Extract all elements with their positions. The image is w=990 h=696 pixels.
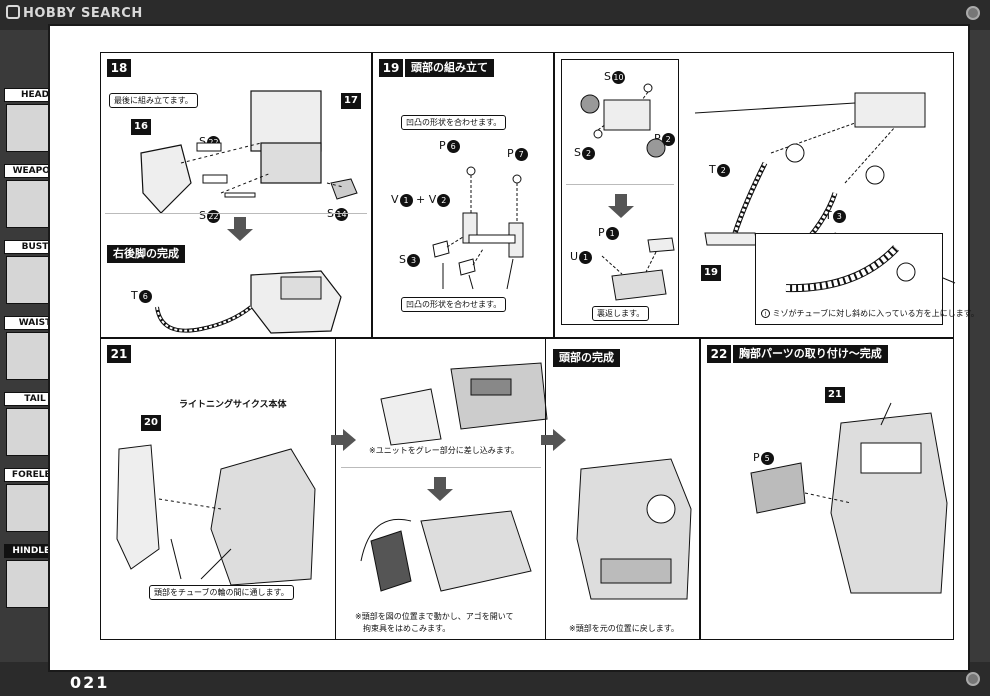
note-insert-into-gray: ※ユニットをグレー部分に差し込みます。 <box>369 446 519 455</box>
arrow-down-icon <box>227 217 253 241</box>
step-22-number: 22 <box>707 345 731 363</box>
step-20-joint-illustration <box>580 83 666 158</box>
note-pass-head-through-tube: 頭部をチューブの輪の間に通します。 <box>149 585 294 600</box>
tube-detail-panel: ! ミゾがチューブに対し斜めに入っている方を上にします。 <box>755 233 979 325</box>
title-attach-chest-complete: 胸部パーツの取り付け～完成 <box>733 345 888 363</box>
step-18-panel: 18 最後に組み立てます。 16 17 S22 S22 S14 右後脚の完成 T… <box>100 52 372 338</box>
step-20-flip-illustration <box>601 237 675 301</box>
step-18-leg-complete-illustration <box>155 270 342 334</box>
note-move-head-2: 拘束具をはめこみます。 <box>363 624 451 633</box>
step-20-panel: 20 S10 S2 P2 P1 U1 裏返します。 T <box>554 52 979 338</box>
step-21-number: 21 <box>107 345 131 363</box>
brand-watermark: HOBBY SEARCH <box>6 5 143 21</box>
arrow-right-icon <box>331 429 356 451</box>
step-22-final-illustration <box>750 402 948 594</box>
subtitle-head-complete: 頭部の完成 <box>553 349 620 367</box>
step-21-jaw-illustration <box>360 510 532 592</box>
note-assemble-last: 最後に組み立てます。 <box>109 93 198 108</box>
ref-16-badge: 16 <box>131 119 151 135</box>
step-18-number: 18 <box>107 59 131 77</box>
step-18-leg-illustration <box>140 90 358 214</box>
step-21-body-illustration <box>116 444 316 586</box>
brand-logo-icon <box>6 5 20 19</box>
arrow-right-icon <box>541 429 566 451</box>
subtitle-right-hindleg-complete: 右後脚の完成 <box>107 245 185 263</box>
ref-21-badge: 21 <box>825 387 845 403</box>
step-21-panel: 21 20 ライトニングサイクス本体 頭部をチューブの輪の間に通します。 ※ユニ… <box>100 338 700 640</box>
note-move-head-1: ※頭部を図の位置まで動かし、アゴを開いて <box>355 612 514 621</box>
step-21-head-complete-illustration <box>576 458 692 600</box>
ref-17-badge: 17 <box>341 93 361 109</box>
note-match-shape-top: 凹凸の形状を合わせます。 <box>401 115 507 130</box>
arrow-down-icon <box>427 477 453 501</box>
step-19-joint-illustration <box>432 166 524 290</box>
ref-19-badge: 19 <box>701 265 721 281</box>
title-head-assembly: 頭部の組み立て <box>405 59 494 77</box>
label-lightning-saix-body: ライトニングサイクス本体 <box>179 400 287 410</box>
page-number: 021 <box>70 673 110 692</box>
ref-20-badge: 20 <box>141 415 161 431</box>
arrow-down-icon <box>608 194 634 218</box>
note-groove-up: ! ミゾがチューブに対し斜めに入っている方を上にします。 <box>760 308 979 319</box>
note-match-shape-bottom: 凹凸の形状を合わせます。 <box>401 297 507 312</box>
screw-icon <box>966 672 980 686</box>
screw-icon <box>966 6 980 20</box>
note-return-head: ※頭部を元の位置に戻します。 <box>569 624 679 633</box>
tube-detail-illustration <box>785 245 916 293</box>
note-flip-over: 裏返します。 <box>592 306 650 321</box>
step-21-insert-illustration <box>380 362 548 446</box>
step-19-number: 19 <box>379 59 403 77</box>
instruction-sheet: 18 最後に組み立てます。 16 17 S22 S22 S14 右後脚の完成 T… <box>48 24 979 672</box>
